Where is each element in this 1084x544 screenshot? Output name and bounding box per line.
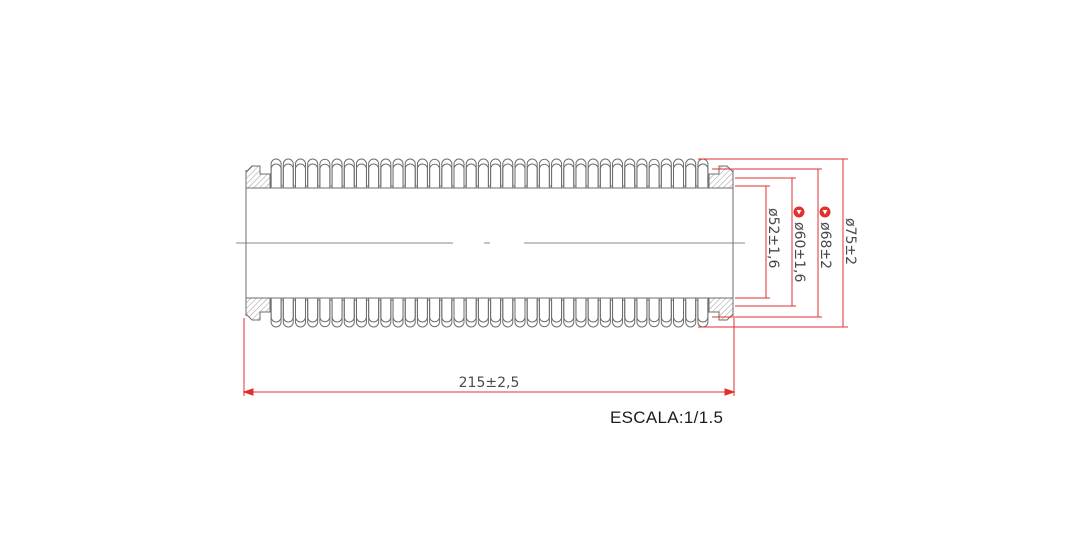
diameter-label-52: ø52±1,6 (765, 208, 781, 268)
critical-marker-68 (819, 206, 831, 218)
convolution-inner-wall-bottom (270, 297, 709, 323)
diameter-label-75: ø75±2 (842, 218, 858, 265)
dimensions (242, 158, 848, 396)
diameter-label-68: ø68±2 (817, 222, 833, 269)
length-arrow-right (724, 388, 736, 396)
scale-label: ESCALA:1/1.5 (610, 408, 724, 427)
length-label: 215±2,5 (459, 375, 520, 391)
convolution-outer-wall-bottom (270, 299, 709, 328)
left-cuff-bottom (245, 297, 271, 321)
convolution-outer-wall-top (270, 158, 709, 187)
left-cuff-top (245, 165, 271, 189)
diameter-label-60: ø60±1,6 (791, 222, 807, 282)
bellows-body (245, 158, 734, 328)
convolutions-top (270, 158, 709, 189)
convolutions-bottom (270, 297, 709, 328)
convolution-inner-wall-top (270, 163, 709, 189)
length-arrow-left (242, 388, 254, 396)
critical-marker-60 (793, 206, 805, 218)
